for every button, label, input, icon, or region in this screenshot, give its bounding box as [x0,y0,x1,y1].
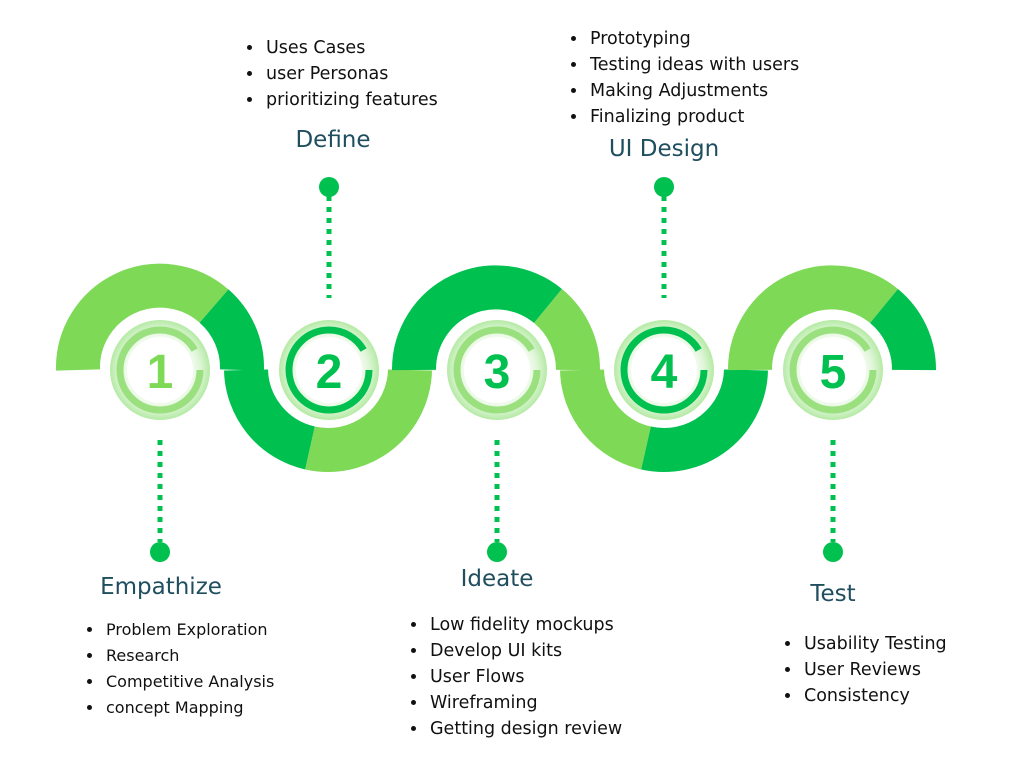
stage-ring-5: 5 [783,320,883,420]
list-item: Problem Exploration [104,617,274,643]
connector-dot-5 [823,542,843,562]
connector-dot-1 [150,542,170,562]
stage-title-ideate: Ideate [460,566,534,592]
list-item: Prototyping [588,26,799,52]
stage-list-ui-design: Prototyping Testing ideas with users Mak… [564,26,799,130]
list-item: Making Adjustments [588,78,799,104]
wave-segment-4a [560,368,652,470]
list-item: Consistency [802,683,947,709]
stage-title-define: Define [295,127,371,153]
wave-segment-1b [198,289,264,371]
stage-ring-2: 2 [279,320,379,420]
connector-dots [150,177,843,562]
list-item: Low fidelity mockups [428,612,622,638]
list-item: Wireframing [428,690,622,716]
stage-number-2: 2 [316,346,343,399]
wave-segment-5b [869,288,936,371]
list-item: Testing ideas with users [588,52,799,78]
wave-segment-3b [533,288,600,371]
list-item: user Personas [264,61,438,87]
list-item: Competitive Analysis [104,669,274,695]
wave-segment-2a [224,368,316,470]
stage-title-test: Test [810,581,856,607]
stage-number-3: 3 [484,346,511,399]
stage-ring-3: 3 [447,320,547,420]
stage-title-ui-design: UI Design [608,136,720,162]
stage-ring-1: 1 [110,320,210,420]
list-item: User Flows [428,664,622,690]
list-item: Research [104,643,274,669]
stage-number-4: 4 [651,346,678,399]
wave-segment-5a [727,265,898,371]
list-item: User Reviews [802,657,947,683]
list-item: Usability Testing [802,631,947,657]
wave-band [55,263,936,472]
stage-list-ideate: Low fidelity mockups Develop UI kits Use… [404,612,622,742]
list-item: Finalizing product [588,104,799,130]
connector-dot-4 [654,177,674,197]
list-item: concept Mapping [104,695,274,721]
list-item: Uses Cases [264,35,438,61]
stage-list-test: Usability Testing User Reviews Consisten… [778,631,947,709]
wave-segment-1a [55,263,229,371]
list-item: Getting design review [428,716,622,742]
stage-title-empathize: Empathize [100,574,222,600]
wave-segment-4b [641,368,768,472]
stage-list-empathize: Problem Exploration Research Competitive… [80,617,274,721]
wave-segment-2b [305,368,432,472]
connector-dot-3 [487,542,507,562]
stage-number-5: 5 [820,346,847,399]
connector-dot-2 [319,177,339,197]
stage-list-define: Uses Cases user Personas prioritizing fe… [240,35,438,113]
list-item: prioritizing features [264,87,438,113]
stage-number-1: 1 [147,346,174,399]
list-item: Develop UI kits [428,638,622,664]
stage-ring-4: 4 [614,320,714,420]
wave-segment-3a [391,265,562,371]
